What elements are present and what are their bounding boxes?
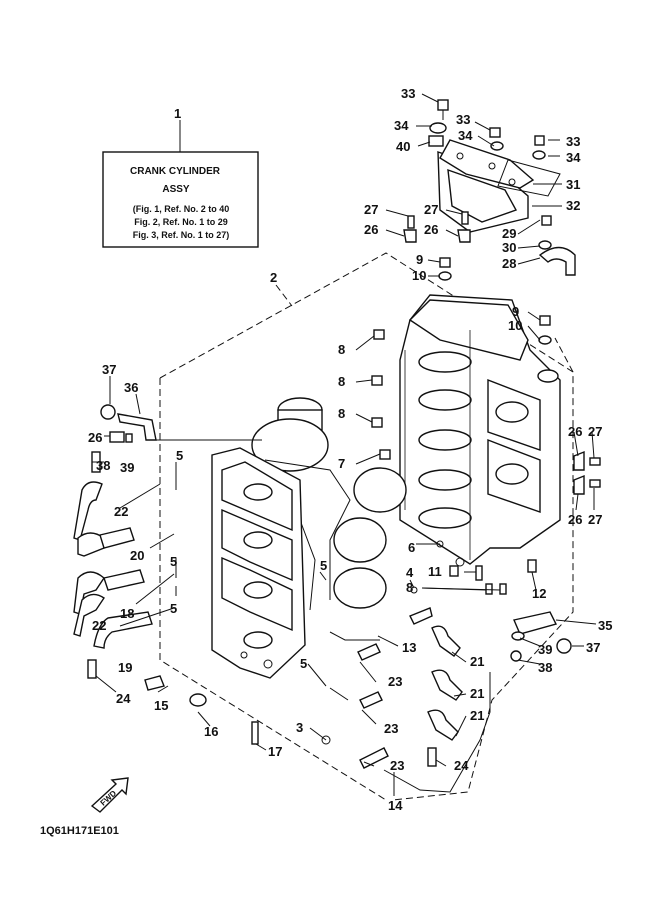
- callout-34: 34: [566, 150, 581, 165]
- callout-10: 10: [412, 268, 426, 283]
- callout-30: 30: [502, 240, 516, 255]
- callout-32: 32: [566, 198, 580, 213]
- assembly-title-line2: ASSY: [162, 184, 190, 195]
- callout-26: 26: [568, 424, 582, 439]
- callout-33: 33: [566, 134, 580, 149]
- callout-3: 3: [296, 720, 303, 735]
- callout-39: 39: [120, 460, 134, 475]
- callout-8: 8: [338, 406, 345, 421]
- callout-36: 36: [124, 380, 138, 395]
- callout-26: 26: [364, 222, 378, 237]
- callout-16: 16: [204, 724, 218, 739]
- callout-9: 9: [512, 304, 519, 319]
- callout-21: 21: [470, 708, 484, 723]
- callout-5: 5: [300, 656, 307, 671]
- callout-31: 31: [566, 177, 580, 192]
- forward-direction-arrow: FWD: [90, 777, 129, 813]
- assembly-title-line1: CRANK CYLINDER: [130, 166, 221, 177]
- callout-23: 23: [390, 758, 404, 773]
- crankcase: [211, 447, 306, 679]
- callout-27: 27: [588, 424, 602, 439]
- callout-5: 5: [170, 601, 177, 616]
- callout-5: 5: [320, 558, 327, 573]
- callout-37: 37: [102, 362, 116, 377]
- callout-19: 19: [118, 660, 132, 675]
- callout-26: 26: [88, 430, 102, 445]
- callout-37: 37: [586, 640, 600, 655]
- callout-27: 27: [424, 202, 438, 217]
- cylinder-head-cover-group: [428, 99, 561, 233]
- callout-14: 14: [388, 798, 403, 813]
- callout-23: 23: [384, 721, 398, 736]
- callout-40: 40: [396, 139, 410, 154]
- callout-27: 27: [364, 202, 378, 217]
- callout-6: 6: [408, 540, 415, 555]
- callout-22: 22: [114, 504, 128, 519]
- callout-18: 18: [120, 606, 134, 621]
- callout-9: 9: [416, 252, 423, 267]
- figure-ref-3: Fig. 3, Ref. No. 1 to 27): [133, 230, 230, 240]
- callout-15: 15: [154, 698, 168, 713]
- callout-13: 13: [402, 640, 416, 655]
- callout-8: 8: [406, 580, 413, 595]
- callout-35: 35: [598, 618, 612, 633]
- callout-10: 10: [508, 318, 522, 333]
- callout-21: 21: [470, 686, 484, 701]
- callout-21: 21: [470, 654, 484, 669]
- fittings: [87, 211, 601, 767]
- callout-11: 11: [428, 564, 442, 579]
- callout-33: 33: [401, 86, 415, 101]
- callout-5: 5: [176, 448, 183, 463]
- callout-33: 33: [456, 112, 470, 127]
- callout-26: 26: [568, 512, 582, 527]
- callout-24: 24: [454, 758, 469, 773]
- callout-38: 38: [96, 458, 110, 473]
- diagram-code: 1Q61H171E101: [40, 825, 119, 837]
- assembly-boundary-dashed: [159, 252, 574, 801]
- callout-2: 2: [270, 270, 277, 285]
- callout-34: 34: [394, 118, 409, 133]
- figure-ref-2: Fig. 2, Ref. No. 1 to 29: [134, 217, 228, 227]
- leader-lines: [92, 93, 597, 796]
- hoses-right: [329, 607, 491, 793]
- callout-29: 29: [502, 226, 516, 241]
- callout-20: 20: [130, 548, 144, 563]
- callout-8: 8: [338, 374, 345, 389]
- callout-7: 7: [338, 456, 345, 471]
- callout-4: 4: [406, 565, 414, 580]
- callout-5: 5: [170, 554, 177, 569]
- callout-22: 22: [92, 618, 106, 633]
- callout-34: 34: [458, 128, 473, 143]
- callout-1: 1: [174, 106, 181, 121]
- hoses-left: [73, 481, 153, 649]
- callout-39: 39: [538, 642, 552, 657]
- callout-24: 24: [116, 691, 131, 706]
- callout-27: 27: [588, 512, 602, 527]
- callout-8: 8: [338, 342, 345, 357]
- figure-ref-1: (Fig. 1, Ref. No. 2 to 40: [133, 204, 230, 214]
- assembly-info-box: CRANK CYLINDER ASSY (Fig. 1, Ref. No. 2 …: [102, 120, 259, 248]
- callout-17: 17: [268, 744, 282, 759]
- callout-12: 12: [532, 586, 546, 601]
- callout-38: 38: [538, 660, 552, 675]
- cylinder-block: [399, 294, 561, 567]
- callout-23: 23: [388, 674, 402, 689]
- callout-28: 28: [502, 256, 516, 271]
- callout-26: 26: [424, 222, 438, 237]
- callout-numbers: 1 33 34 33 34 40 33 34 31 32 27 27 26 26…: [88, 86, 612, 813]
